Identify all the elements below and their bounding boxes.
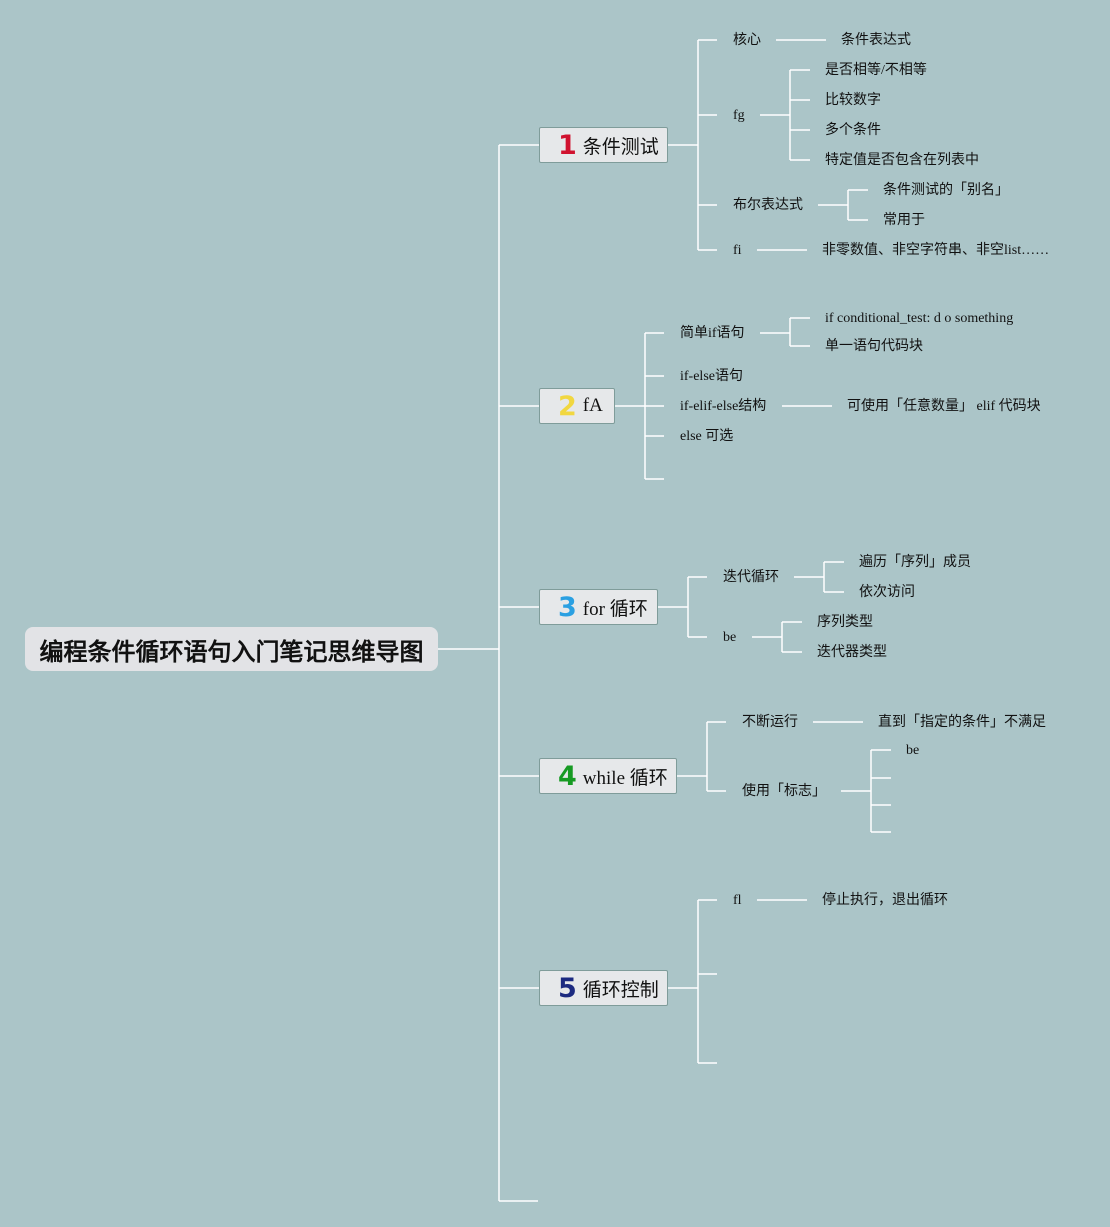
branch-label-3: for 循环: [582, 598, 648, 620]
node-keep-running-value[interactable]: 直到「指定的条件」不满足: [878, 715, 1046, 730]
node-use-flag[interactable]: 使用「标志」: [742, 784, 826, 799]
branch-label-4: while 循环: [582, 767, 668, 789]
node-fl[interactable]: fl: [733, 893, 742, 908]
branch-label-1: 条件测试: [582, 136, 659, 158]
node-bool-item-2[interactable]: 常用于: [883, 213, 925, 228]
node-fg-item-2[interactable]: 比较数字: [825, 93, 881, 108]
branch-number-2: 2: [558, 390, 577, 422]
node-fg-item-4[interactable]: 特定值是否包含在列表中: [825, 153, 979, 168]
branch-number-3: 3: [558, 591, 577, 623]
branch-node-2[interactable]: 2 fA: [539, 388, 615, 424]
branch-number-4: 4: [558, 760, 577, 792]
branch-node-5[interactable]: 5 循环控制: [539, 970, 668, 1006]
node-be-item-2[interactable]: 迭代器类型: [817, 645, 887, 660]
node-fi[interactable]: fi: [733, 243, 742, 258]
node-flag-be[interactable]: be: [906, 743, 920, 758]
node-bool[interactable]: 布尔表达式: [733, 198, 803, 213]
node-core-value[interactable]: 条件表达式: [841, 33, 911, 48]
node-iter-item-1[interactable]: 遍历「序列」成员: [859, 555, 971, 570]
node-be[interactable]: be: [723, 630, 737, 645]
node-be-item-1[interactable]: 序列类型: [817, 615, 873, 630]
node-fl-value[interactable]: 停止执行，退出循环: [822, 893, 948, 908]
node-iter-item-2[interactable]: 依次访问: [859, 585, 915, 600]
node-fg[interactable]: fg: [733, 108, 745, 123]
node-if-elif-else[interactable]: if-elif-else结构: [680, 399, 767, 414]
root-title: 编程条件循环语句入门笔记思维导图: [39, 637, 424, 666]
node-fg-item-3[interactable]: 多个条件: [825, 123, 881, 138]
branch-number-5: 5: [558, 972, 577, 1004]
branch-node-1[interactable]: 1 条件测试: [539, 127, 668, 163]
node-keep-running[interactable]: 不断运行: [742, 715, 798, 730]
branch-label-5: 循环控制: [582, 979, 659, 1001]
node-else-optional[interactable]: else 可选: [680, 429, 734, 444]
node-if-else[interactable]: if-else语句: [680, 369, 743, 384]
node-simple-if-item-1[interactable]: if conditional_test: d o something: [825, 311, 1014, 326]
node-iter-loop[interactable]: 迭代循环: [723, 570, 779, 585]
node-core[interactable]: 核心: [733, 33, 761, 48]
branch-node-3[interactable]: 3 for 循环: [539, 589, 658, 625]
node-simple-if-item-2[interactable]: 单一语句代码块: [825, 339, 923, 354]
node-bool-item-1[interactable]: 条件测试的「别名」: [883, 183, 1009, 198]
branch-label-2: fA: [582, 395, 603, 416]
node-fi-value[interactable]: 非零数值、非空字符串、非空list……: [822, 243, 1050, 258]
node-simple-if[interactable]: 简单if语句: [680, 326, 745, 341]
node-fg-item-1[interactable]: 是否相等/不相等: [825, 63, 927, 78]
branch-node-4[interactable]: 4 while 循环: [539, 758, 677, 794]
root-topic[interactable]: 编程条件循环语句入门笔记思维导图: [25, 627, 438, 671]
branch-number-1: 1: [558, 129, 577, 161]
node-elif-value[interactable]: 可使用「任意数量」 elif 代码块: [847, 399, 1041, 414]
